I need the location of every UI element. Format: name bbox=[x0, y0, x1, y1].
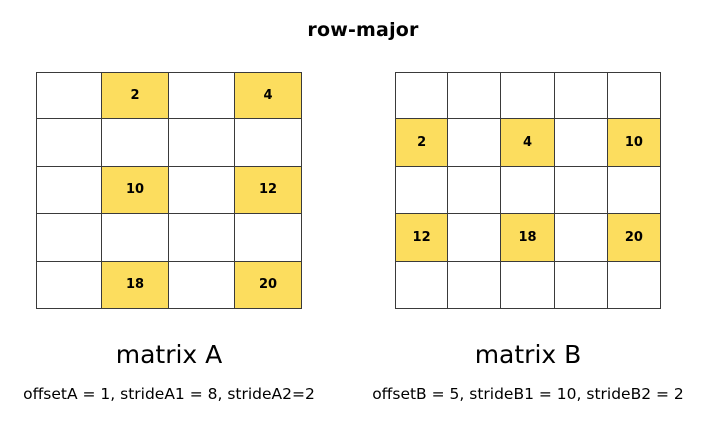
diagram-title: row-major bbox=[307, 19, 419, 41]
matrix-b-cell bbox=[554, 166, 608, 215]
matrix-b-cell bbox=[448, 214, 502, 262]
matrix-a-cell bbox=[169, 166, 235, 215]
matrix-b-cell bbox=[448, 119, 502, 167]
matrix-b-cell bbox=[501, 72, 555, 120]
matrix-b-cell: 10 bbox=[607, 119, 661, 167]
matrix-a-cell bbox=[36, 166, 102, 215]
matrix-a-cell: 20 bbox=[235, 261, 302, 309]
matrix-b-cell bbox=[554, 72, 608, 120]
matrix-b-cell bbox=[607, 261, 661, 309]
matrix-b-cell bbox=[395, 261, 449, 309]
matrix-a-cell bbox=[36, 119, 102, 167]
matrix-b-cell bbox=[501, 261, 555, 309]
matrix-b-cell bbox=[448, 166, 502, 215]
matrix-b-cell bbox=[554, 261, 608, 309]
matrix-a-grid: 2 4 10 12 18 20 bbox=[36, 72, 302, 309]
matrix-b-grid: 2 4 10 12 18 20 bbox=[395, 72, 661, 309]
matrix-a-label: matrix A bbox=[115, 340, 223, 369]
matrix-b-cell: 4 bbox=[501, 119, 555, 167]
matrix-a-cell bbox=[102, 214, 169, 262]
matrix-a-cell: 2 bbox=[102, 72, 169, 120]
matrix-b-cell: 18 bbox=[501, 214, 555, 262]
matrix-b-cell: 20 bbox=[607, 214, 661, 262]
matrix-a-cell bbox=[169, 119, 235, 167]
matrix-a-cell bbox=[169, 72, 235, 120]
matrix-b-cell: 12 bbox=[395, 214, 449, 262]
matrix-b-cell bbox=[501, 166, 555, 215]
matrix-a-cell: 10 bbox=[102, 166, 169, 215]
matrix-b-cell bbox=[607, 166, 661, 215]
matrix-b-cell bbox=[448, 261, 502, 309]
matrix-b-cell bbox=[554, 214, 608, 262]
matrix-b-cell bbox=[395, 166, 449, 215]
matrix-b-label: matrix B bbox=[474, 340, 582, 369]
matrix-a-cell: 4 bbox=[235, 72, 302, 120]
matrix-b-cell: 2 bbox=[395, 119, 449, 167]
matrix-a-cell bbox=[169, 261, 235, 309]
matrix-a-cell bbox=[36, 214, 102, 262]
matrix-a-cell bbox=[36, 261, 102, 309]
matrix-a-cell bbox=[36, 72, 102, 120]
matrix-b-cell bbox=[554, 119, 608, 167]
matrix-a-params: offsetA = 1, strideA1 = 8, strideA2=2 bbox=[23, 385, 315, 403]
matrix-b-cell bbox=[395, 72, 449, 120]
matrix-b-cell bbox=[607, 72, 661, 120]
matrix-a-cell bbox=[235, 214, 302, 262]
matrix-a-cell bbox=[169, 214, 235, 262]
matrix-b-params: offsetB = 5, strideB1 = 10, strideB2 = 2 bbox=[372, 385, 684, 403]
matrix-a-cell: 12 bbox=[235, 166, 302, 215]
matrix-a-cell: 18 bbox=[102, 261, 169, 309]
matrix-a-cell bbox=[235, 119, 302, 167]
matrix-b-cell bbox=[448, 72, 502, 120]
matrix-a-cell bbox=[102, 119, 169, 167]
